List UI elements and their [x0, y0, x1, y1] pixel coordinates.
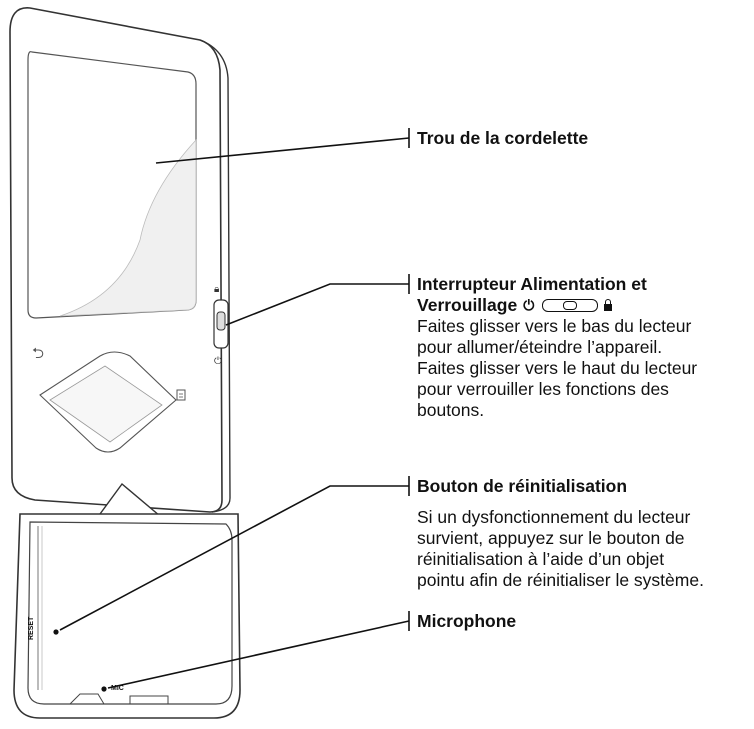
- mic-title: Microphone: [417, 611, 517, 631]
- zoom-device: [27, 521, 233, 705]
- power-title-line1: Interrupteur Alimentation et: [417, 274, 647, 294]
- player-side-edge: [199, 39, 231, 513]
- touch-pad-inner: [49, 365, 163, 443]
- reset-desc-4: pointu afin de réinitialiser le système.: [417, 570, 704, 590]
- leader-lanyard: [155, 137, 410, 164]
- switch-lock-icon: 🔒︎: [214, 284, 219, 295]
- back-icon: ⮌: [32, 344, 44, 362]
- reset-callout: Bouton de réinitialisation Si un dysfonc…: [417, 476, 752, 591]
- mic-device-label: MIC: [111, 685, 124, 692]
- power-desc-1: Faites glisser vers le bas du lecteur: [417, 316, 692, 336]
- reset-device-label: RESET: [28, 616, 35, 640]
- reset-hole: [53, 629, 59, 635]
- slider-switch-icon: [542, 299, 599, 312]
- leader-mic: [107, 620, 410, 689]
- mic-hole: [101, 686, 107, 692]
- power-desc-4: pour verrouiller les fonctions des: [417, 379, 669, 399]
- lock-icon: [604, 299, 613, 311]
- zoom-wedge: [99, 482, 161, 517]
- power-title-line2-row: Verrouillage ⏻: [417, 295, 747, 316]
- leader-power: [225, 283, 409, 326]
- menu-icon: [176, 389, 186, 401]
- switch-knob: [216, 311, 226, 331]
- lanyard-title: Trou de la cordelette: [417, 128, 589, 148]
- screen-sheen: [59, 138, 197, 317]
- leader-reset: [59, 485, 409, 631]
- switch-power-icon: ⏻: [214, 356, 222, 367]
- power-desc-5: boutons.: [417, 400, 485, 420]
- reset-desc-1: Si un dysfonctionnement du lecteur: [417, 507, 691, 527]
- power-desc-2: pour allumer/éteindre l’appareil.: [417, 337, 663, 357]
- reset-title: Bouton de réinitialisation: [417, 476, 628, 496]
- reset-desc-2: survient, appuyez sur le bouton de: [417, 528, 685, 548]
- power-icon: ⏻: [523, 297, 537, 313]
- reset-desc-3: réinitialisation à l’aide d’un objet: [417, 549, 665, 569]
- power-callout: Interrupteur Alimentation et Verrouillag…: [417, 274, 747, 421]
- power-title-line2: Verrouillage: [417, 295, 518, 315]
- power-desc-3: Faites glisser vers le haut du lecteur: [417, 358, 698, 378]
